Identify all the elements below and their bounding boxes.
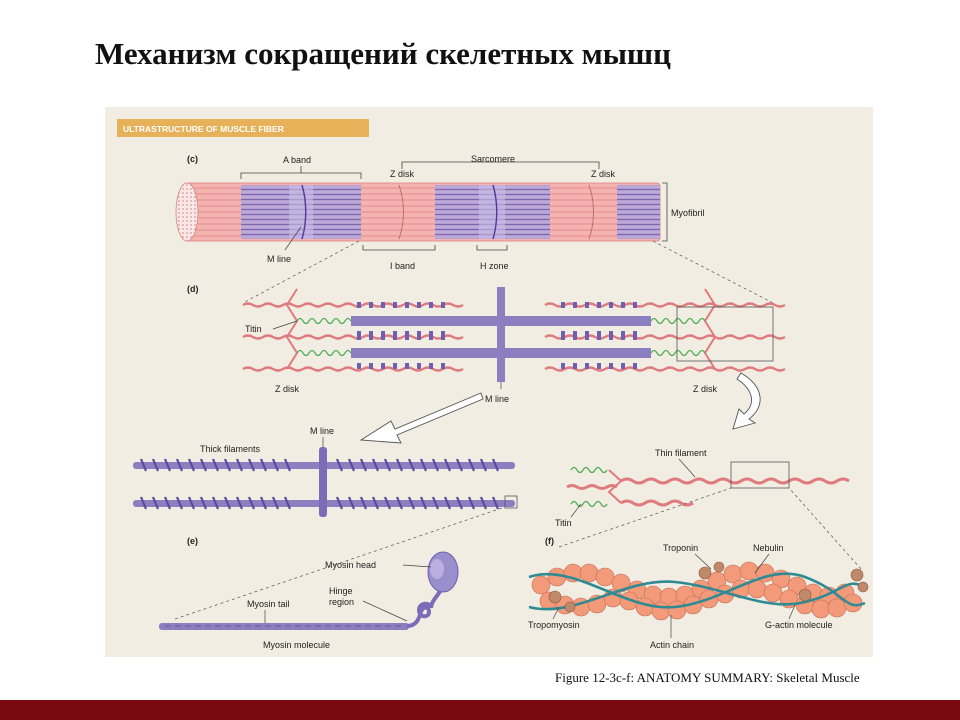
myofibril-label: Myofibril [671, 208, 705, 218]
z-disk-label-c-right: Z disk [591, 169, 616, 179]
myosin-molecule-drawing [159, 551, 459, 630]
a-band-bracket [240, 172, 362, 179]
myosin-molecule-label: Myosin molecule [263, 640, 330, 650]
actin-chain-label: Actin chain [650, 640, 694, 650]
h-zone-bracket [476, 245, 508, 251]
tropomyosin-label: Tropomyosin [528, 620, 580, 630]
a-band-label: A band [283, 155, 311, 165]
sarcomere-diagram [242, 287, 786, 382]
slide-title: Механизм сокращений скелетных мышц [95, 36, 671, 71]
nebulin-label: Nebulin [753, 543, 784, 553]
z-disk-label-c-left: Z disk [390, 169, 415, 179]
m-line-label-d: M line [485, 394, 509, 404]
thick-filaments-drawing [133, 447, 518, 517]
g-actin-label: G-actin molecule [765, 620, 833, 630]
titin-label-d: Titin [245, 324, 262, 334]
hinge-label-1: Hinge [329, 586, 353, 596]
myofibril-cylinder [175, 182, 661, 242]
figure-caption: Figure 12-3c-f: ANATOMY SUMMARY: Skeleta… [555, 670, 860, 685]
banner-bar [117, 119, 369, 137]
panel-c-letter: (c) [187, 154, 198, 164]
panel-f-letter: (f) [545, 536, 554, 546]
thin-filament-drawing [566, 461, 850, 508]
i-band-bracket [362, 245, 436, 251]
figure-drawing: ULTRASTRUCTURE OF MUSCLE FIBER (c) A ban… [117, 119, 869, 650]
myosin-tail-label: Myosin tail [247, 599, 290, 609]
arrow-to-thin-filament [732, 372, 761, 430]
h-zone-label: H zone [480, 261, 509, 271]
thick-filaments-label: Thick filaments [200, 444, 261, 454]
i-band-label: I band [390, 261, 415, 271]
thin-filament-label: Thin filament [655, 448, 707, 458]
panel-d-letter: (d) [187, 284, 199, 294]
z-disk-label-d-left: Z disk [275, 384, 300, 394]
hinge-label-2: region [329, 597, 354, 607]
banner-text: ULTRASTRUCTURE OF MUSCLE FIBER [123, 124, 284, 134]
panel-e-letter: (e) [187, 536, 198, 546]
m-line-label-thick: M line [310, 426, 334, 436]
actin-chain-drawing [528, 561, 869, 621]
arrow-to-thick-filaments [359, 392, 484, 444]
titin-label-thin: Titin [555, 518, 572, 528]
troponin-label: Troponin [663, 543, 698, 553]
sarcomere-bracket [401, 161, 600, 169]
sarcomere-label: Sarcomere [471, 154, 515, 164]
m-line-label-c: M line [267, 254, 291, 264]
z-disk-label-d-right: Z disk [693, 384, 718, 394]
myosin-head-label: Myosin head [325, 560, 376, 570]
bottom-bar [0, 700, 960, 720]
muscle-fiber-figure: ULTRASTRUCTURE OF MUSCLE FIBER (c) A ban… [105, 107, 873, 657]
